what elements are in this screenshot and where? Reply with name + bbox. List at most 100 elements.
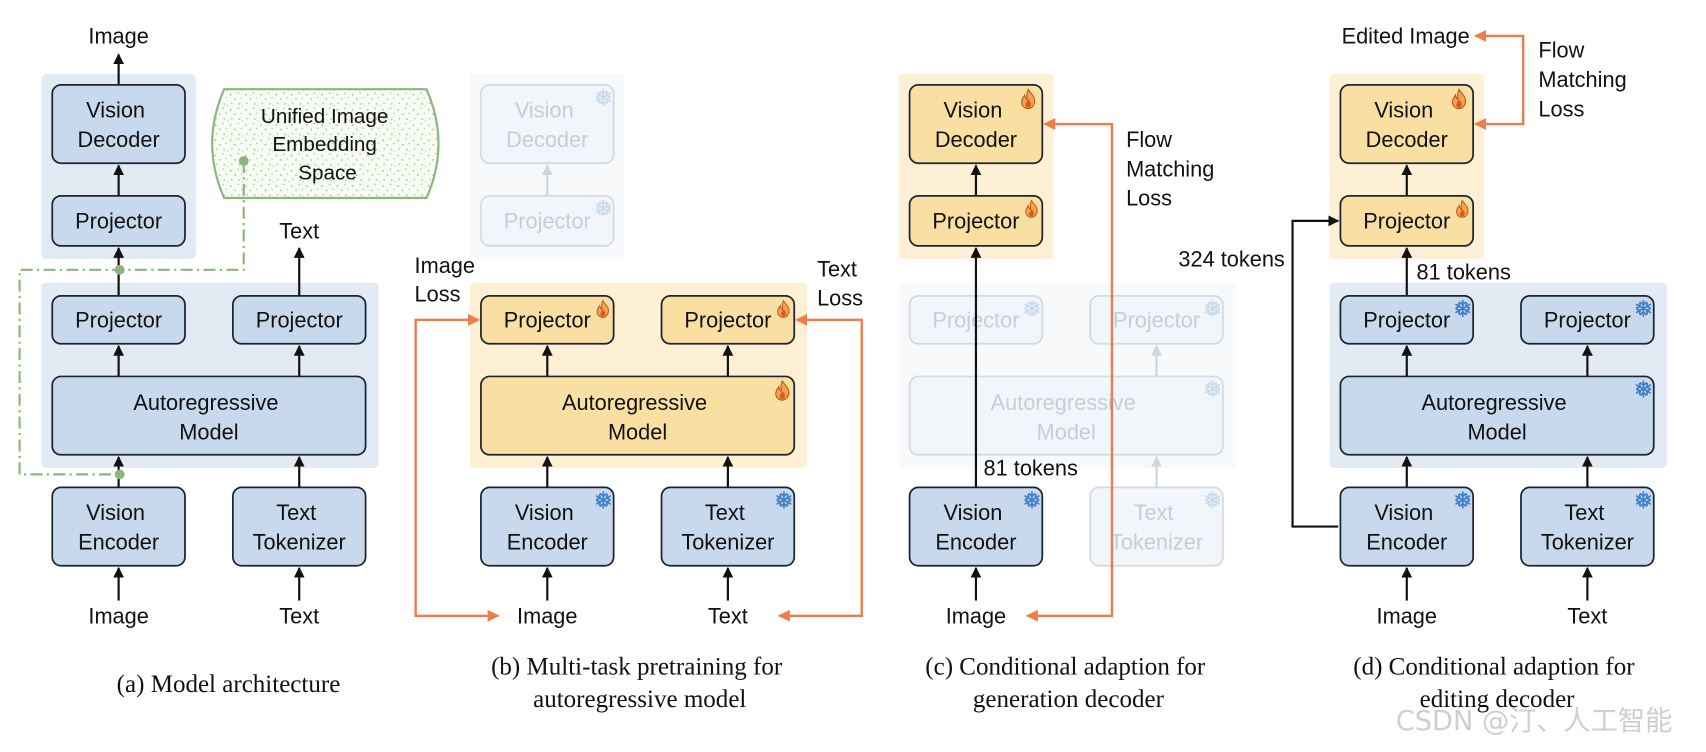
image-projector-box xyxy=(1339,295,1475,345)
label-line: Text xyxy=(276,500,316,525)
image-loss-arrow xyxy=(414,313,500,622)
caption-line: editing decoder xyxy=(1420,686,1576,713)
label-line: Image xyxy=(415,253,475,278)
autoregressive-model-label: Autoregressive Model xyxy=(562,390,713,444)
text-projector-label: Projector xyxy=(256,307,343,332)
autoregressive-model-label: Autoregressive Model xyxy=(1422,390,1573,444)
text-projector-label: Projector xyxy=(1544,307,1631,332)
label-line: Vision xyxy=(943,98,1002,123)
label-line: Tokenizer xyxy=(253,529,346,554)
label-line: Tokenizer xyxy=(1110,529,1203,554)
label-line: Autoregressive xyxy=(133,390,278,415)
label-line: Tokenizer xyxy=(1541,529,1634,554)
panel-b-caption: (b) Multi-task pretraining for autoregre… xyxy=(491,654,788,714)
input-image-label: Image xyxy=(517,603,577,628)
vision-decoder-label: Vision Decoder xyxy=(1366,98,1448,152)
text-tokenizer-label: Text Tokenizer xyxy=(1541,500,1634,554)
label-line: Decoder xyxy=(1366,127,1448,152)
vision-decoder-box xyxy=(1339,83,1475,165)
label-line: Decoder xyxy=(506,127,588,152)
panel-d-editing-decoder: Edited Image Flow Matching Loss Vision D… xyxy=(1178,24,1667,713)
caption-line: (c) Conditional adaption for xyxy=(925,654,1206,681)
watermark: CSDN @汀、人工智能 xyxy=(1396,706,1672,737)
label-line: Vision xyxy=(515,500,574,525)
encoder-skip-arrow xyxy=(1291,215,1340,528)
label-line: Loss xyxy=(1538,96,1584,121)
input-image-label: Image xyxy=(946,603,1006,628)
label-line: Model xyxy=(1467,420,1526,445)
label-line: Autoregressive xyxy=(562,390,707,415)
text-loss-arrow xyxy=(777,313,863,622)
label-line: Text xyxy=(1134,500,1174,525)
vision-decoder-label: Vision Decoder xyxy=(935,98,1017,152)
label-line: Vision xyxy=(943,500,1002,525)
label-line: Encoder xyxy=(78,529,159,554)
label-line: Encoder xyxy=(1366,529,1447,554)
text-tokenizer-label: Text Tokenizer xyxy=(1110,500,1203,554)
label-line: Vision xyxy=(86,500,145,525)
decoder-projector-label: Projector xyxy=(932,208,1019,233)
label-line: Flow xyxy=(1126,127,1172,152)
caption-line: (b) Multi-task pretraining for xyxy=(491,654,783,681)
vision-decoder-box xyxy=(480,83,615,165)
input-image-label: Image xyxy=(88,603,148,628)
label-line: Autoregressive xyxy=(991,390,1136,415)
vision-encoder-label: Vision Encoder xyxy=(1366,500,1447,554)
vision-encoder-label: Vision Encoder xyxy=(78,500,159,554)
panel-a-caption: (a) Model architecture xyxy=(117,671,341,698)
panel-c-generation-decoder: Vision Decoder Projector Flow Matching L… xyxy=(898,73,1236,713)
label-line: Decoder xyxy=(78,127,160,152)
output-edited-image-label: Edited Image xyxy=(1342,24,1470,49)
vision-encoder-label: Vision Encoder xyxy=(507,500,588,554)
decoder-projector-label: Projector xyxy=(75,208,162,233)
input-text-label: Text xyxy=(279,603,319,628)
flow-matching-loss-label: Flow Matching Loss xyxy=(1538,38,1632,122)
label-line: Encoder xyxy=(935,529,1016,554)
label-line: Tokenizer xyxy=(681,529,774,554)
text-projector-label: Projector xyxy=(684,307,771,332)
label-line: Autoregressive xyxy=(1422,390,1567,415)
embedding-space-label: Unified Image Embedding Space xyxy=(261,105,394,185)
label-line: Model xyxy=(608,420,667,445)
label-line: Space xyxy=(298,162,357,185)
text-projector-box xyxy=(1089,295,1224,345)
caption-line: autoregressive model xyxy=(533,686,746,713)
autoregressive-model-box xyxy=(908,375,1224,456)
flow-matching-loss-label: Flow Matching Loss xyxy=(1126,127,1220,211)
label-line: Vision xyxy=(86,98,145,123)
text-projector-box xyxy=(1520,295,1655,345)
text-projector-label: Projector xyxy=(1113,307,1200,332)
caption-line: (d) Conditional adaption for xyxy=(1353,654,1635,681)
flow-matching-loss-arrow xyxy=(1025,118,1114,622)
caption-line: generation decoder xyxy=(973,686,1165,713)
decoder-projector-label: Projector xyxy=(504,208,591,233)
autoregressive-model-label: Autoregressive Model xyxy=(133,390,284,444)
embedding-alignment-line xyxy=(18,161,245,476)
label-line: Vision xyxy=(1374,500,1433,525)
label-line: Loss xyxy=(1126,186,1172,211)
label-line: Model xyxy=(1037,420,1096,445)
vision-decoder-label: Vision Decoder xyxy=(506,98,588,152)
skip-token-count-label: 324 tokens xyxy=(1178,247,1285,272)
label-line: Model xyxy=(179,420,238,445)
label-line: Flow xyxy=(1538,38,1584,63)
vision-encoder-label: Vision Encoder xyxy=(935,500,1016,554)
output-text-label: Text xyxy=(279,218,319,243)
label-line: Decoder xyxy=(935,127,1017,152)
label-line: Text xyxy=(1564,500,1604,525)
input-text-label: Text xyxy=(1567,603,1607,628)
vision-decoder-label: Vision Decoder xyxy=(78,98,160,152)
label-line: Embedding xyxy=(272,133,377,156)
text-loss-label: Text Loss xyxy=(817,256,863,310)
image-projector-label: Projector xyxy=(75,307,162,332)
label-line: Matching xyxy=(1126,156,1214,181)
autoregressive-model-box xyxy=(51,375,367,456)
input-image-label: Image xyxy=(1377,603,1437,628)
label-line: Text xyxy=(705,500,745,525)
text-tokenizer-label: Text Tokenizer xyxy=(681,500,774,554)
flow-matching-loss-arrow xyxy=(1474,29,1525,131)
label-line: Unified Image xyxy=(261,105,388,128)
token-count-label: 81 tokens xyxy=(1417,260,1511,285)
label-line: Vision xyxy=(1374,98,1433,123)
